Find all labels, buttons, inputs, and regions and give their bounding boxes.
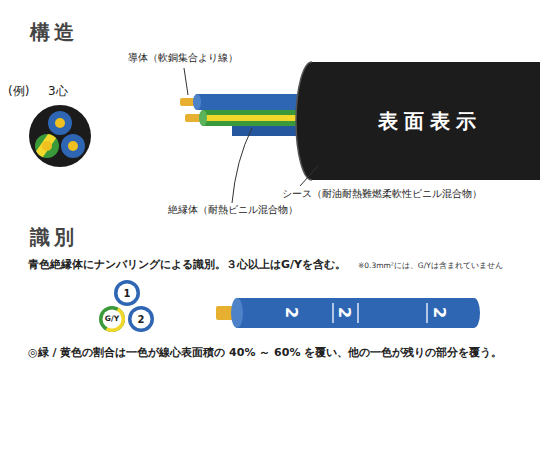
description-text: 青色絶縁体にナンバリングによる識別。３心以上はG/Yを含む。 (28, 258, 346, 271)
sheath (296, 62, 540, 180)
core-end (231, 298, 243, 328)
core-number-circle: G/Y (99, 306, 125, 332)
part-label: 導体（軟銅集合より線） (128, 52, 238, 64)
node-text: G/Y (105, 315, 119, 323)
sheath-edge (296, 62, 312, 180)
core-section (61, 134, 85, 158)
core-end (193, 94, 201, 110)
core-number-circle: 2 (128, 306, 154, 332)
surface-marking: 表面表示 (374, 107, 486, 132)
number-field (118, 284, 137, 303)
number-mark: 2 (335, 307, 354, 318)
number-field (132, 310, 151, 329)
leader-line (184, 68, 188, 95)
footnote: ※0.3mm²には、G/Yは含まれていません (358, 261, 503, 270)
conductor-section (42, 141, 52, 151)
number-mark: 2 (282, 307, 301, 318)
section-heading: 構造 (30, 20, 78, 44)
leader-line (232, 128, 252, 203)
core-insulation (128, 306, 154, 332)
number-mark: 2 (430, 307, 449, 318)
example-note: (例) (8, 84, 29, 98)
core-number-circle: 1 (114, 280, 140, 306)
section-heading: 識別 (30, 225, 78, 249)
conductor-section (68, 141, 78, 151)
number-field (103, 310, 122, 329)
mark-bar (357, 303, 359, 323)
leader-line (300, 166, 318, 186)
part-label: シース（耐油耐熱難燃柔軟性ビニル混合物） (282, 188, 482, 200)
core-end (468, 298, 480, 328)
core-insulation (114, 280, 140, 306)
mark-bar (332, 303, 334, 323)
conductor-section (55, 118, 65, 128)
core-count: 3心 (48, 84, 68, 98)
core-insulation (236, 298, 474, 328)
yellow-stripe (34, 131, 57, 159)
core-end (199, 110, 207, 126)
mark-bar (426, 303, 428, 323)
core-section (48, 111, 72, 135)
node-text: 2 (138, 314, 145, 325)
note-text: ◎緑 / 黄色の割合は一色が線心表面積の 40% ～ 60% を覆い、他の一色が… (28, 346, 502, 359)
node-text: 1 (124, 288, 131, 299)
sheath-section (29, 105, 91, 167)
node-text: 表面表示 (374, 110, 486, 132)
part-label: 絶縁体（耐熱ビニル混合物） (168, 204, 298, 216)
